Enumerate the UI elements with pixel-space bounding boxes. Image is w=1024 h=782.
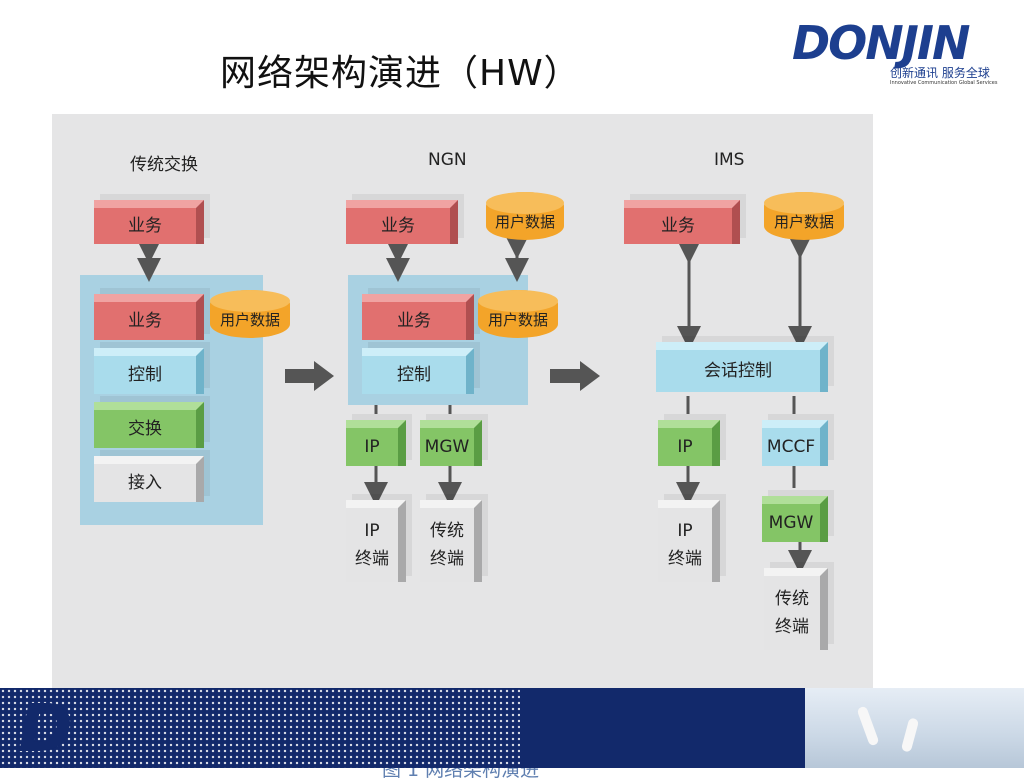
trad-switching-box: 交换 <box>94 402 204 448</box>
ngn-legacy-terminal-box: 传统 终端 <box>420 500 482 582</box>
footer-dot-pattern <box>0 688 520 768</box>
evolution-arrow-2 <box>550 361 600 391</box>
ims-legacy-terminal-box: 传统 终端 <box>764 568 828 650</box>
footer-photo <box>805 688 1024 768</box>
logo-wordmark: DONJIN <box>792 16 971 70</box>
trad-user-data-cylinder: 用户数据 <box>210 290 290 338</box>
footer-photo-figure-1 <box>856 705 880 747</box>
column-title-traditional: 传统交换 <box>130 155 198 175</box>
logo-tagline-cn: 创新通讯 服务全球 <box>890 66 990 80</box>
ims-service-box: 业务 <box>624 200 740 244</box>
ngn-inner-service-box: 业务 <box>362 294 474 340</box>
evolution-arrow-1 <box>285 361 334 391</box>
trad-access-box: 接入 <box>94 456 204 502</box>
trad-inner-service-box: 业务 <box>94 294 204 340</box>
column-title-ngn: NGN <box>428 150 467 170</box>
donjin-logo: DONJIN 创新通讯 服务全球 Innovative Communicatio… <box>792 20 1014 90</box>
architecture-diagram: 传统交换 NGN IMS 业务 业务 用户数据 控制 交换 <box>52 114 873 781</box>
ngn-service-box: 业务 <box>346 200 458 244</box>
ims-session-control-box: 会话控制 <box>656 342 828 392</box>
logo-tagline-en: Innovative Communication Global Services <box>890 80 998 86</box>
column-title-ims: IMS <box>714 150 745 170</box>
ims-mgw-box: MGW <box>762 496 828 542</box>
slide-title: 网络架构演进（HW） <box>220 53 581 94</box>
ims-user-data-cylinder: 用户数据 <box>764 192 844 240</box>
footer-banner: D <box>0 688 1024 768</box>
ims-ip-box: IP <box>658 420 720 466</box>
ngn-user-data-top-cylinder: 用户数据 <box>486 192 564 240</box>
connector-layer <box>137 235 812 574</box>
trad-control-box: 控制 <box>94 348 204 394</box>
ngn-user-data-inner-cylinder: 用户数据 <box>478 290 558 338</box>
trad-service-box: 业务 <box>94 200 204 244</box>
ims-mccf-box: MCCF <box>762 420 828 466</box>
ngn-ip-terminal-box: IP 终端 <box>346 500 406 582</box>
ngn-control-box: 控制 <box>362 348 474 394</box>
ngn-ip-box: IP <box>346 420 406 466</box>
footer-photo-figure-2 <box>900 717 920 753</box>
footer-d-logo: D <box>18 690 73 767</box>
ims-ip-terminal-box: IP 终端 <box>658 500 720 582</box>
ngn-mgw-box: MGW <box>420 420 482 466</box>
